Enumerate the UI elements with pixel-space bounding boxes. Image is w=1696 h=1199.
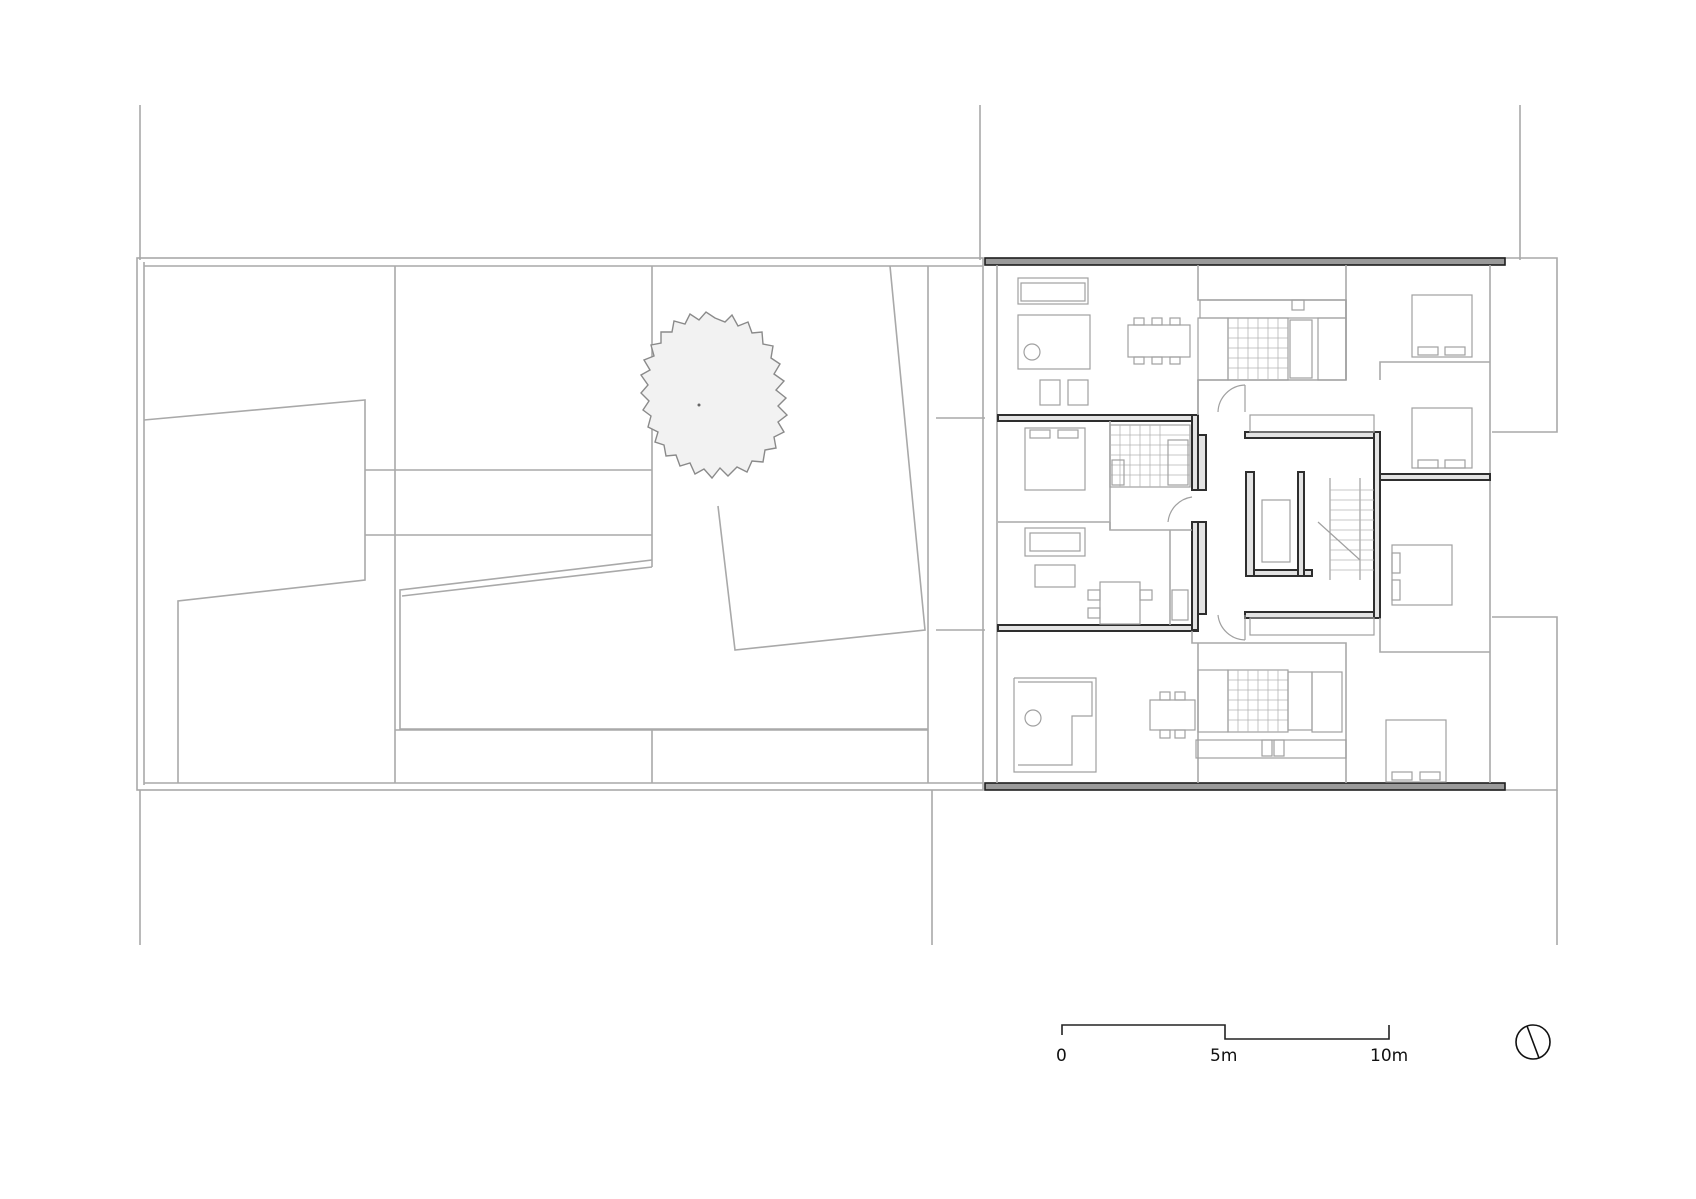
toilet bbox=[1111, 459, 1125, 486]
building-plan bbox=[984, 257, 1506, 791]
bath-tiles-mid bbox=[1110, 425, 1190, 487]
armchair bbox=[1067, 379, 1089, 406]
dining-table bbox=[1099, 581, 1141, 625]
plant bbox=[1023, 343, 1041, 361]
bathtub bbox=[1311, 671, 1343, 733]
tree-canopy-icon bbox=[639, 311, 789, 480]
sofa bbox=[1017, 277, 1089, 305]
north-facade-slab bbox=[984, 257, 1506, 266]
double-bed bbox=[1391, 544, 1453, 606]
garden-layout bbox=[136, 257, 985, 791]
coffee-table bbox=[1034, 564, 1076, 588]
bathtub bbox=[1289, 319, 1313, 379]
kitchen-unit bbox=[1195, 739, 1347, 759]
double-bed bbox=[1411, 294, 1473, 358]
scale-label-5m: 5m bbox=[1210, 1046, 1237, 1066]
double-bed bbox=[1385, 719, 1447, 783]
kitchen-counter bbox=[1197, 669, 1229, 733]
scale-label-10m: 10m bbox=[1370, 1046, 1408, 1066]
plant bbox=[1024, 709, 1042, 727]
double-bed bbox=[1411, 407, 1473, 469]
scale-bar: 0 5m 10m bbox=[1056, 1024, 1408, 1066]
double-bed bbox=[1024, 427, 1086, 491]
north-arrow-icon bbox=[1515, 1024, 1551, 1060]
kitchen-counter bbox=[1197, 317, 1229, 381]
rug bbox=[1017, 314, 1091, 370]
armchair bbox=[1039, 379, 1061, 406]
site-context-lines bbox=[139, 105, 1558, 945]
dining-table bbox=[1149, 699, 1196, 731]
dining-table bbox=[1127, 324, 1191, 358]
kitchen-unit bbox=[1249, 617, 1375, 636]
bath-tiles-bottom bbox=[1228, 670, 1288, 732]
stair-treads bbox=[1317, 489, 1374, 571]
scale-label-0: 0 bbox=[1056, 1046, 1067, 1066]
kitchen-unit bbox=[1199, 299, 1347, 319]
bathtub bbox=[1287, 671, 1313, 731]
kitchen-unit bbox=[1249, 414, 1375, 433]
sofa bbox=[1024, 527, 1086, 557]
cabinet bbox=[1171, 589, 1189, 621]
bath-tiles-top bbox=[1228, 318, 1288, 380]
south-facade-slab bbox=[984, 782, 1506, 791]
